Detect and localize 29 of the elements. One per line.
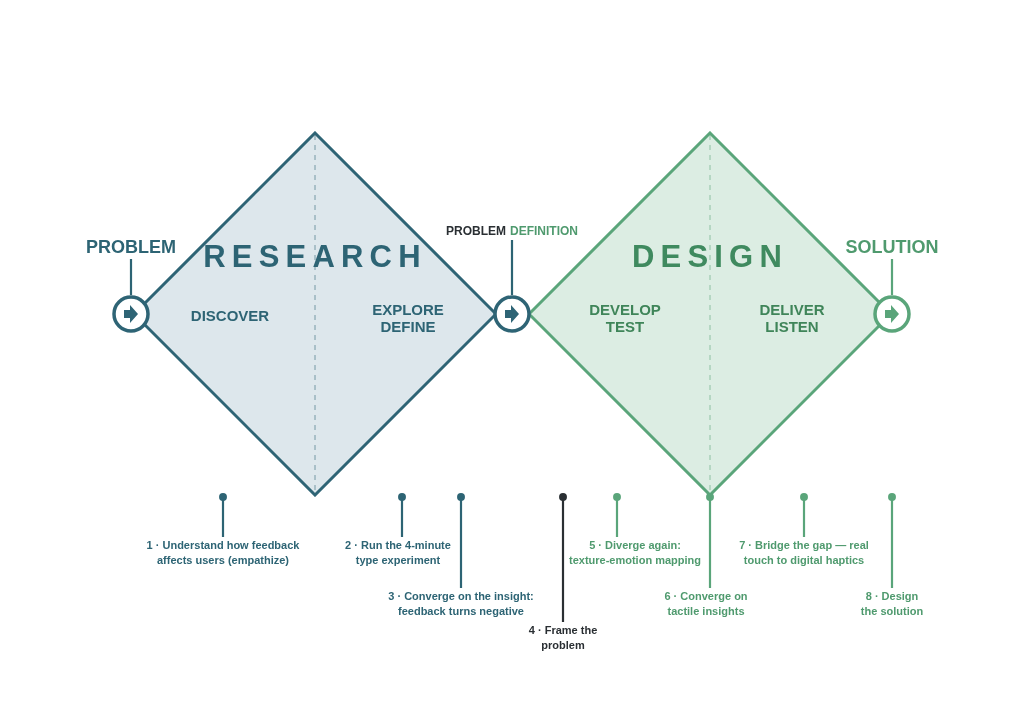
callout-text: 7 · Bridge the gap — real touch to digital haptics <box>738 538 870 568</box>
stage-label: DEFINITION <box>510 223 578 239</box>
callout-text: 3 · Converge on the insight: feedback turns negative <box>387 589 535 619</box>
leader-line <box>613 493 621 537</box>
leader-line <box>890 259 894 295</box>
stage-label: PROBLEM <box>446 223 506 239</box>
phase-step: EXPLORE DEFINE <box>353 301 463 335</box>
phase-title: RESEARCH <box>203 241 427 273</box>
leader-line <box>219 493 227 537</box>
leader-line <box>398 493 406 537</box>
callout-text: 4 · Frame the problem <box>528 623 598 653</box>
phase-step: DELIVER LISTEN <box>737 301 847 335</box>
leader-line <box>510 240 514 295</box>
leader-line <box>706 493 714 588</box>
stage-label: SOLUTION <box>845 237 939 258</box>
leader-line <box>457 493 465 588</box>
callout-text: 6 · Converge on tactile insights <box>663 589 749 619</box>
phase-step: DISCOVER <box>175 307 285 324</box>
phase-title: DESIGN <box>631 241 789 273</box>
leader-line <box>800 493 808 537</box>
stage-label: PROBLEM <box>86 237 176 258</box>
callout-text: 8 · Design the solution <box>859 589 925 619</box>
callout-text: 2 · Run the 4-minute type experiment <box>344 538 452 568</box>
callout-text: 1 · Understand how feedback affects users (empathize) <box>145 538 301 568</box>
leader-line <box>129 259 133 295</box>
leader-line <box>559 493 567 622</box>
callout-text: 5 · Diverge again: texture-emotion mapping <box>568 538 702 568</box>
phase-step: DEVELOP TEST <box>570 301 680 335</box>
leader-line <box>888 493 896 588</box>
